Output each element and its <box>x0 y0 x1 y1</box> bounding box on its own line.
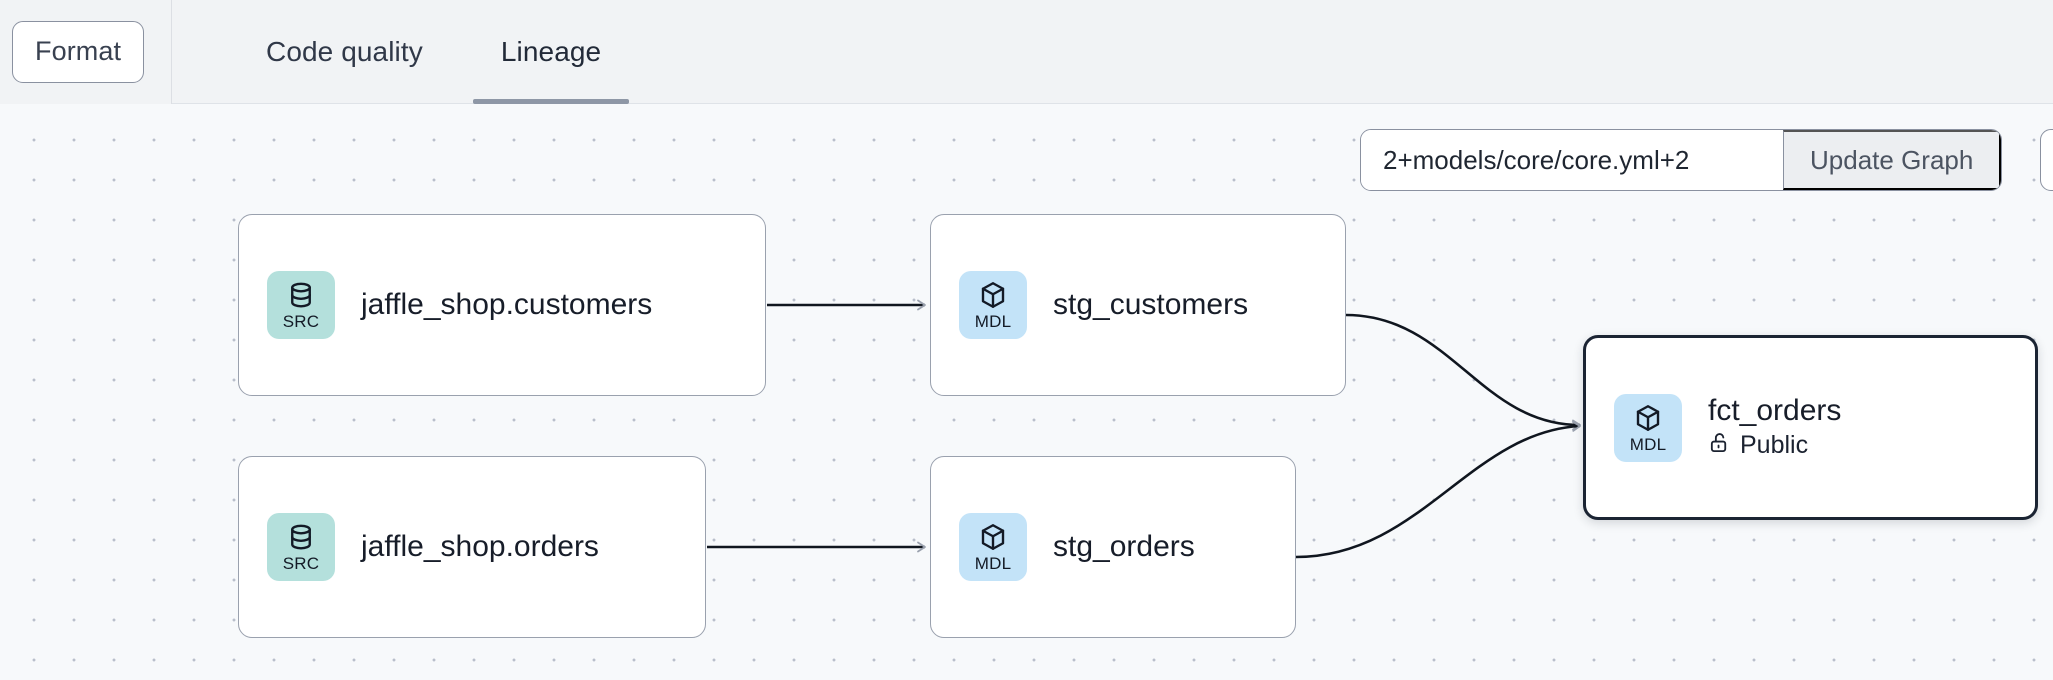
cube-icon <box>1633 403 1663 433</box>
badge-mdl: MDL <box>959 513 1027 581</box>
node-title: stg_orders <box>1053 529 1195 563</box>
tab-bar: Code quality Lineage <box>172 0 630 104</box>
badge-label: SRC <box>282 554 320 573</box>
node-title: fct_orders <box>1708 394 1842 428</box>
badge-label: SRC <box>282 312 320 331</box>
tab-lineage[interactable]: Lineage <box>472 0 630 104</box>
lineage-node-stg-orders[interactable]: MDL stg_orders <box>930 456 1296 638</box>
badge-src: SRC <box>267 271 335 339</box>
node-body: jaffle_shop.customers <box>361 288 652 323</box>
graph-selector-input[interactable] <box>1361 130 1783 190</box>
node-title: jaffle_shop.orders <box>361 529 599 563</box>
node-title: jaffle_shop.customers <box>361 287 653 321</box>
edge-stg-customers-to-fct-orders <box>1345 313 1581 431</box>
cube-icon <box>978 522 1008 552</box>
database-icon <box>286 522 316 552</box>
lineage-node-src-customers[interactable]: SRC jaffle_shop.customers <box>238 214 766 396</box>
unlock-icon <box>1708 431 1731 461</box>
format-button[interactable]: Format <box>12 20 145 83</box>
overflow-control-stub[interactable] <box>2040 129 2053 191</box>
cube-icon <box>978 280 1008 310</box>
toolbar-left-group: Format <box>0 0 172 104</box>
tab-code-quality[interactable]: Code quality <box>266 35 423 67</box>
edge-stg-orders-to-fct-orders <box>1295 420 1581 559</box>
editor-toolbar: Format Code quality Lineage <box>0 0 2053 104</box>
node-body: fct_orders Public <box>1708 394 1841 460</box>
badge-label: MDL <box>974 554 1012 573</box>
graph-selector-group: Update Graph <box>1360 129 2003 191</box>
node-title: stg_customers <box>1053 287 1249 321</box>
badge-mdl: MDL <box>1614 393 1682 462</box>
lineage-canvas[interactable]: SRC jaffle_shop.customers SRC jaffle_sh <box>0 104 2053 680</box>
node-access-label: Public <box>1740 431 1809 460</box>
node-body: jaffle_shop.orders <box>361 530 599 565</box>
badge-label: MDL <box>1629 434 1667 454</box>
database-icon <box>286 280 316 310</box>
lineage-node-fct-orders[interactable]: MDL fct_orders Public <box>1583 335 2038 520</box>
badge-mdl: MDL <box>959 271 1027 339</box>
lineage-node-stg-customers[interactable]: MDL stg_customers <box>930 214 1346 396</box>
node-body: stg_orders <box>1053 530 1195 565</box>
node-body: stg_customers <box>1053 288 1248 323</box>
node-access-row: Public <box>1708 431 1841 461</box>
lineage-node-src-orders[interactable]: SRC jaffle_shop.orders <box>238 456 706 638</box>
update-graph-button[interactable]: Update Graph <box>1783 130 2002 190</box>
badge-src: SRC <box>267 513 335 581</box>
badge-label: MDL <box>974 312 1012 331</box>
